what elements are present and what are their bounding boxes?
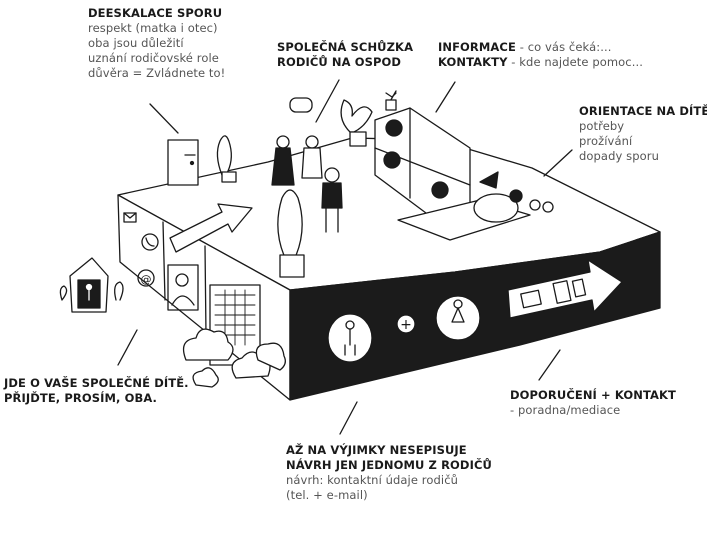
leader-letter [340, 402, 357, 434]
leader-deescalation [150, 104, 178, 133]
deescalation-line: důvěra = Zvládnete to! [88, 66, 225, 81]
contact-icon [384, 152, 400, 168]
child-orientation-line: potřeby [579, 119, 707, 134]
mail-icon [432, 182, 448, 198]
father-head [306, 136, 318, 148]
deescalation-line: oba jsou důležití [88, 36, 225, 51]
plant-back [341, 100, 372, 132]
leader-recommendation [539, 350, 560, 380]
contacts-title: KONTAKTY [438, 55, 508, 69]
common-child-line: PŘIJĎTE, PROSÍM, OBA. [4, 391, 189, 406]
speech-bubble [290, 98, 312, 112]
meeting-title-line: RODIČŮ NA OSPOD [277, 55, 413, 70]
child-orientation-title: ORIENTACE NA DÍTĚ [579, 104, 707, 119]
deescalation-title: DEESKALACE SPORU [88, 6, 225, 21]
child-orientation-line: prožívání [579, 134, 707, 149]
common-child-label: JDE O VAŠE SPOLEČNÉ DÍTĚ. PŘIJĎTE, PROSÍ… [4, 376, 189, 406]
mother-head [277, 136, 289, 148]
meeting-label: SPOLEČNÁ SCHŮZKA RODIČŮ NA OSPOD [277, 40, 413, 70]
leader-child-orientation [544, 150, 572, 176]
worker-head [325, 168, 339, 182]
info-icon [386, 120, 402, 136]
child-orientation-label: ORIENTACE NA DÍTĚ potřeby prožívání dopa… [579, 104, 707, 164]
common-child-line: JDE O VAŠE SPOLEČNÉ DÍTĚ. [4, 376, 189, 391]
contacts-text: - kde najdete pomoc... [508, 55, 643, 69]
leader-meeting [316, 80, 339, 122]
potted-plant-center [278, 190, 302, 260]
letter-line: návrh: kontaktní údaje rodičů [286, 473, 492, 488]
worker-circle [436, 296, 480, 340]
recommendation-title: DOPORUČENÍ + KONTAKT [510, 388, 676, 403]
child-orientation-line: dopady sporu [579, 149, 707, 164]
leader-info [436, 82, 455, 112]
deescalation-line: respekt (matka i otec) [88, 21, 225, 36]
letter-title-line: AŽ NA VÝJIMKY NESEPISUJE [286, 443, 492, 458]
info-text: - co vás čeká:... [516, 40, 612, 54]
letter-line: (tel. + e-mail) [286, 488, 492, 503]
info-label: INFORMACE - co vás čeká:... KONTAKTY - k… [438, 40, 643, 70]
deescalation-label: DEESKALACE SPORU respekt (matka i otec) … [88, 6, 225, 81]
letter-label: AŽ NA VÝJIMKY NESEPISUJE NÁVRH JEN JEDNO… [286, 443, 492, 503]
recommendation-label: DOPORUČENÍ + KONTAKT - poradna/mediace [510, 388, 676, 418]
plus-sign: + [400, 317, 412, 333]
meeting-title-line: SPOLEČNÁ SCHŮZKA [277, 40, 413, 55]
leader-common-child [118, 330, 137, 365]
at-sign: @ [141, 273, 152, 286]
letter-title-line: NÁVRH JEN JEDNOMU Z RODIČŮ [286, 458, 492, 473]
deescalation-line: uznání rodičovské role [88, 51, 225, 66]
recommendation-line: - poradna/mediace [510, 403, 676, 418]
info-title: INFORMACE [438, 40, 516, 54]
bushes [184, 329, 233, 360]
plant-near-door [217, 136, 231, 175]
